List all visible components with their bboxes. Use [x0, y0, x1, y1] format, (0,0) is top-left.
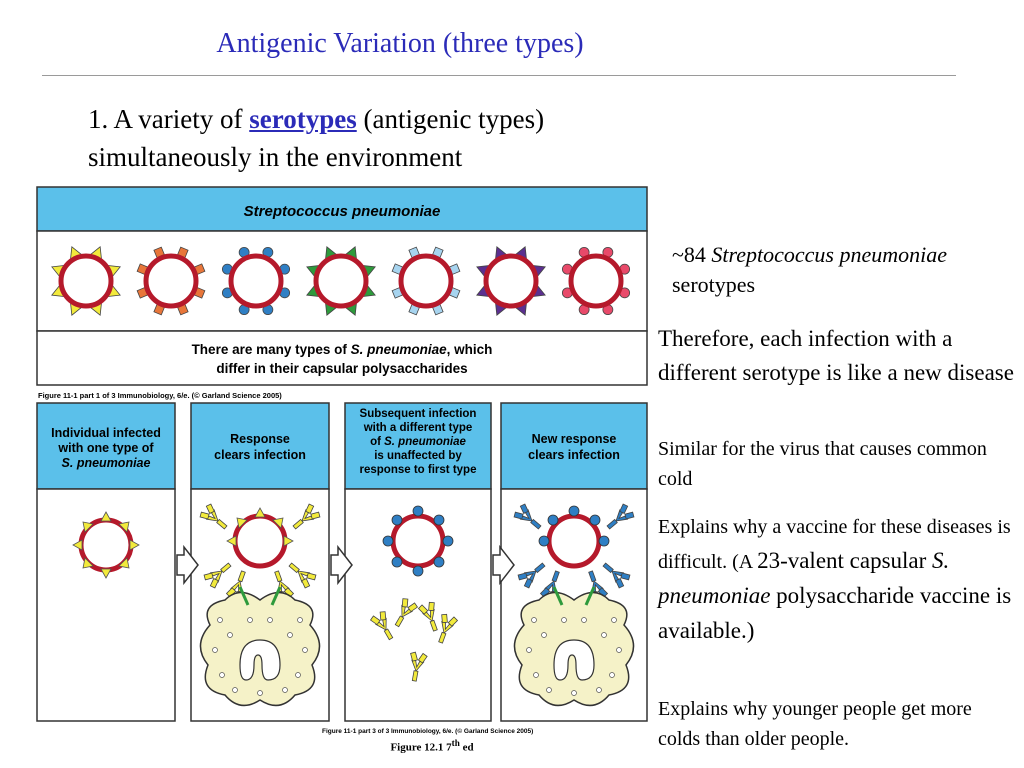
svg-text:Individual infected: Individual infected [51, 426, 161, 440]
title-divider [42, 75, 956, 76]
species-header-bar [36, 186, 648, 232]
serotype-bacterium [476, 246, 546, 316]
serotype-figure: Streptococcus pneumoniae There are many … [36, 186, 648, 735]
vaccine-text: Explains why a vaccine for these disease… [658, 516, 1012, 643]
svg-text:with a different type: with a different type [363, 422, 473, 434]
serotype-caption-line2: differ in their capsular polysaccharides [216, 361, 467, 376]
common-cold-text: Similar for the virus that causes common… [658, 438, 987, 490]
point-one: 1. A variety of serotypes (antigenic typ… [88, 100, 708, 176]
point-one-rest: (antigenic types) [356, 104, 545, 134]
svg-text:Subsequent infection: Subsequent infection [360, 408, 477, 420]
each-infection-text: Therefore, each infection with a differe… [658, 326, 1014, 385]
figure-credit-bottom: Figure 11-1 part 3 of 3 Immunobiology, 6… [322, 727, 533, 735]
svg-text:S. pneumoniae: S. pneumoniae [62, 456, 151, 470]
figure-caption: Figure 12.1 7th ed [390, 738, 474, 754]
svg-text:of S. pneumoniae: of S. pneumoniae [370, 436, 466, 448]
serotype-bacterium [561, 246, 631, 316]
serotype-bacterium [306, 246, 376, 316]
point-one-prefix: 1. A variety of [88, 104, 250, 134]
svg-text:is unaffected by: is unaffected by [374, 450, 462, 462]
svg-text:with one type of: with one type of [57, 441, 154, 455]
species-header-text: Streptococcus pneumoniae [244, 203, 441, 220]
infection-sequence-art [72, 502, 636, 707]
slide-title: Antigenic Variation (three types) [216, 28, 584, 59]
svg-text:clears infection: clears infection [528, 448, 620, 462]
svg-text:response to first type: response to first type [360, 464, 477, 476]
svg-text:clears infection: clears infection [214, 448, 306, 462]
younger-people-text: Explains why younger people get more col… [658, 698, 972, 750]
svg-text:Response: Response [230, 432, 290, 446]
point-one-line2: simultaneously in the environment [88, 142, 463, 172]
serotype-count-text: ~84 Streptococcus pneumoniae serotypes [672, 242, 948, 297]
serotype-bacterium [136, 246, 206, 316]
serotype-caption-box [36, 330, 648, 386]
serotype-bacterium [221, 246, 291, 316]
arrow-icon [176, 544, 515, 586]
figure-credit-top: Figure 11-1 part 1 of 3 Immunobiology, 6… [38, 391, 282, 400]
svg-text:New response: New response [532, 432, 617, 446]
serotypes-keyword: serotypes [249, 104, 357, 134]
serotype-bacteria [51, 246, 631, 316]
panel-individual-infected: Individual infected with one type of S. … [36, 402, 176, 722]
serotype-bacterium [51, 246, 121, 316]
serotype-bacterium [391, 246, 461, 316]
serotype-caption-line1: There are many types of S. pneumoniae, w… [192, 342, 493, 357]
